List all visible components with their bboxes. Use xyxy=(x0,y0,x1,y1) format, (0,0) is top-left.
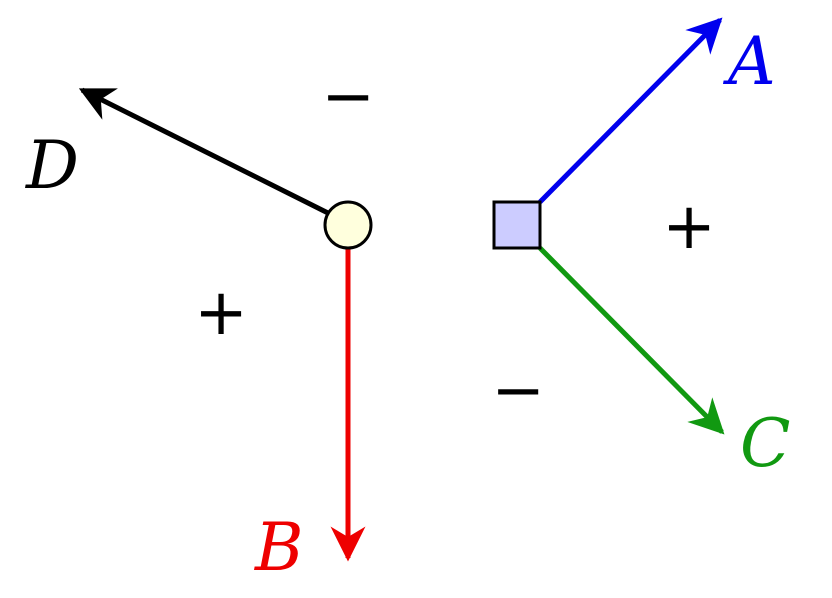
circle-node xyxy=(323,200,373,250)
arrow-c xyxy=(538,246,725,435)
label-d: D xyxy=(25,127,79,204)
arrow-d xyxy=(78,87,332,217)
arrow-a xyxy=(538,17,723,204)
sign-right-top: + xyxy=(662,190,716,264)
label-c: C xyxy=(740,405,791,482)
sign-left-top: − xyxy=(321,60,375,134)
sign-left-bottom: + xyxy=(194,276,248,350)
label-b: B xyxy=(254,509,304,586)
square-node xyxy=(492,200,542,250)
label-a: A xyxy=(722,23,776,100)
sign-right-bottom: − xyxy=(491,354,545,428)
